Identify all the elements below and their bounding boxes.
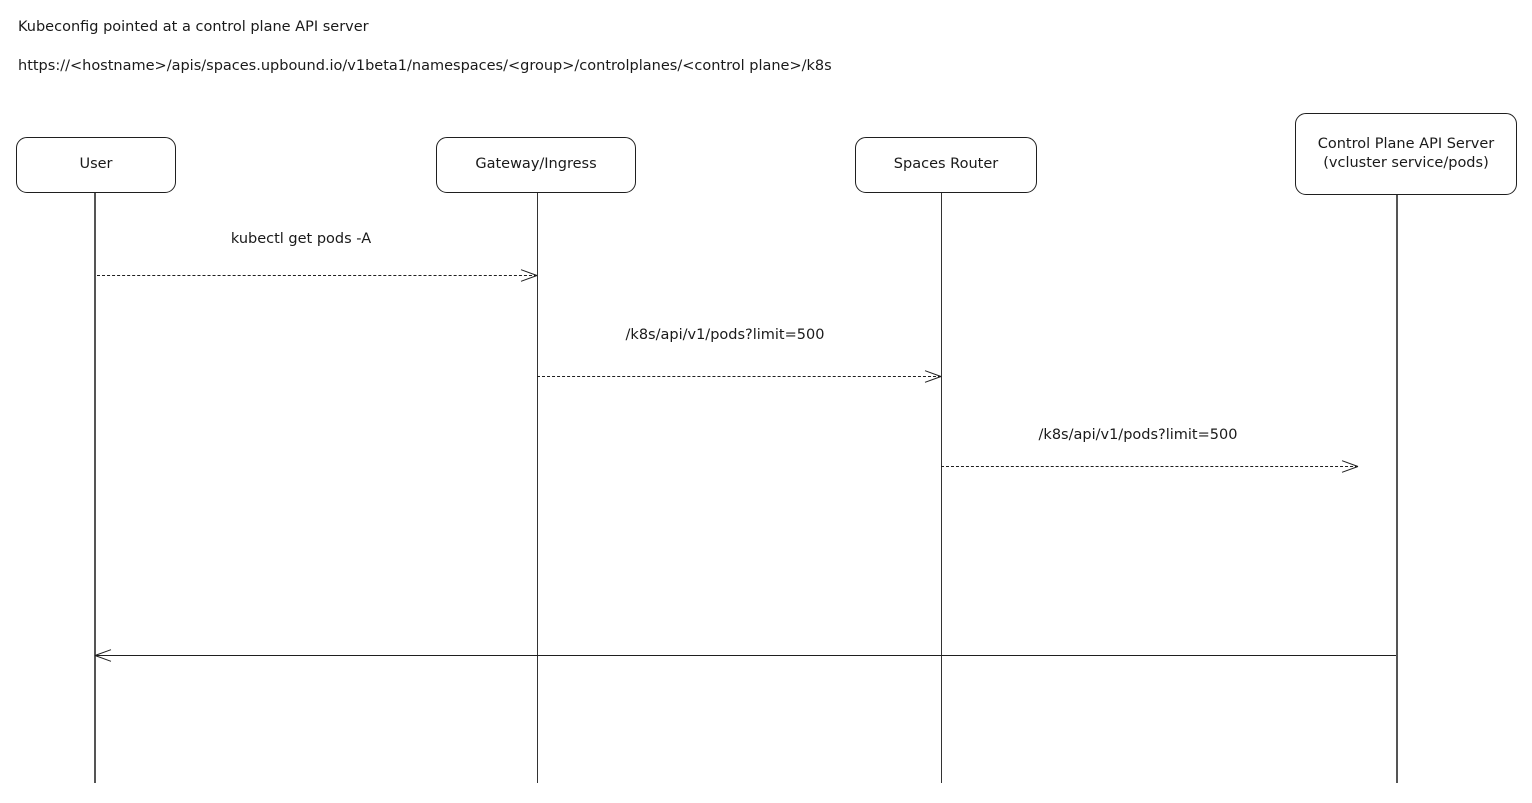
diagram-kubeconfig-url: https://<hostname>/apis/spaces.upbound.i… [18,58,832,74]
message-line [537,376,941,377]
lifeline-user [94,193,96,783]
participant-control-plane-api-server[interactable]: Control Plane API Server (vcluster servi… [1295,113,1517,195]
lifeline-spaces-router [941,193,942,783]
participant-spaces-router-label: Spaces Router [893,156,999,173]
participant-gateway[interactable]: Gateway/Ingress [436,137,636,193]
participant-spaces-router[interactable]: Spaces Router [855,137,1037,193]
participant-user[interactable]: User [16,137,176,193]
message-line [941,466,1358,467]
message-label-gateway-to-router: /k8s/api/v1/pods?limit=500 [625,327,825,343]
participant-gateway-label: Gateway/Ingress [475,156,597,173]
participant-user-label: User [79,156,113,173]
message-label-router-to-apiserver: /k8s/api/v1/pods?limit=500 [1038,427,1238,443]
participant-control-plane-api-server-sublabel: (vcluster service/pods) [1323,155,1489,171]
message-label-kubectl-get-pods: kubectl get pods -A [230,231,372,247]
lifeline-control-plane-api-server [1396,195,1398,783]
message-line [97,275,537,276]
participant-control-plane-api-server-label: Control Plane API Server [1317,135,1495,152]
message-line [95,655,1396,656]
lifeline-gateway [537,193,538,783]
diagram-title: Kubeconfig pointed at a control plane AP… [18,19,369,35]
